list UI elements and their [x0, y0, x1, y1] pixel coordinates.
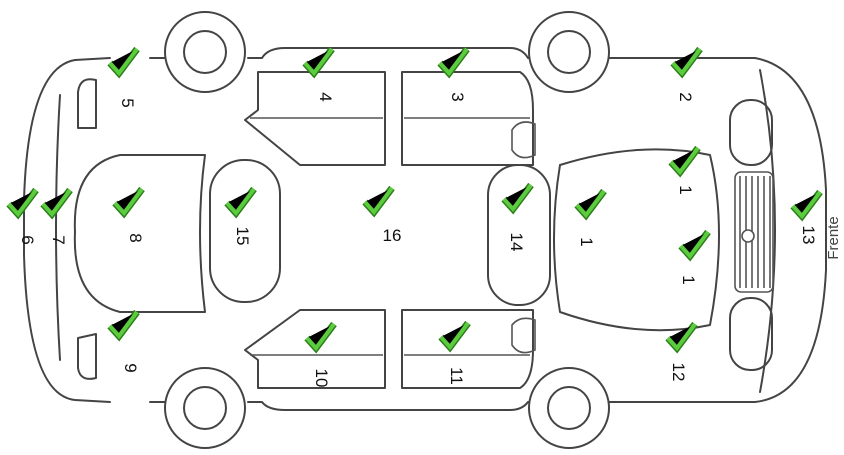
front-grille: [734, 171, 774, 293]
checkmark-icon: [9, 190, 36, 214]
part-11-front-door-bottom[interactable]: [401, 309, 534, 389]
part-label-6: 6: [18, 235, 37, 244]
checkmark-icon: [504, 185, 531, 209]
wheel-rear-top: [164, 11, 246, 93]
part-label-14: 14: [507, 233, 526, 252]
part-label-13: 13: [799, 226, 818, 245]
checkmark-icon: [681, 232, 708, 256]
checkmark-icon: [673, 49, 700, 73]
part-1-hood[interactable]: [553, 148, 720, 332]
part-8-trunk[interactable]: [73, 154, 206, 313]
part-label-1-c: 1: [679, 275, 698, 284]
part-label-1-a: 1: [676, 185, 695, 194]
checkmark-icon: [793, 192, 820, 216]
checkmark-icon: [110, 312, 137, 336]
car-outline: [23, 47, 827, 411]
rear-light-top: [77, 78, 97, 129]
part-label-8: 8: [126, 233, 145, 242]
part-15-rear-window[interactable]: [209, 159, 281, 303]
wheel-front-bottom: [528, 367, 610, 449]
part-label-16: 16: [383, 226, 402, 245]
checkmark-icon: [365, 188, 392, 212]
checkmark-icon: [577, 191, 604, 215]
checkmark-icon: [305, 49, 332, 73]
rear-light-bottom: [77, 333, 97, 380]
headlight-bottom: [729, 297, 773, 371]
checkmark-icon: [668, 324, 695, 348]
part-label-12: 12: [669, 363, 688, 382]
part-label-7: 7: [49, 235, 68, 244]
part-label-3: 3: [448, 92, 467, 101]
part-label-1-b: 1: [577, 237, 596, 246]
checkmark-icon: [307, 324, 334, 348]
part-label-4: 4: [316, 92, 335, 101]
checkmark-icon: [227, 189, 254, 213]
part-label-9: 9: [121, 363, 140, 372]
part-label-2: 2: [676, 92, 695, 101]
headlight-top: [729, 99, 773, 166]
part-label-10: 10: [312, 369, 331, 388]
part-label-5: 5: [118, 98, 137, 107]
checkmark-icon: [110, 49, 137, 73]
checkmark-icon: [440, 49, 467, 73]
wheel-front-top: [528, 11, 610, 93]
part-3-front-door-top[interactable]: [401, 71, 534, 166]
checkmark-icon: [441, 323, 468, 347]
wheel-rear-bottom: [164, 367, 246, 449]
part-label-11: 11: [447, 367, 466, 385]
checkmark-icon: [115, 189, 142, 213]
part-10-rear-door-bottom[interactable]: [244, 309, 386, 389]
part-4-rear-door-top[interactable]: [244, 71, 386, 166]
part-label-15: 15: [233, 227, 252, 246]
front-label: Frente: [825, 216, 842, 259]
